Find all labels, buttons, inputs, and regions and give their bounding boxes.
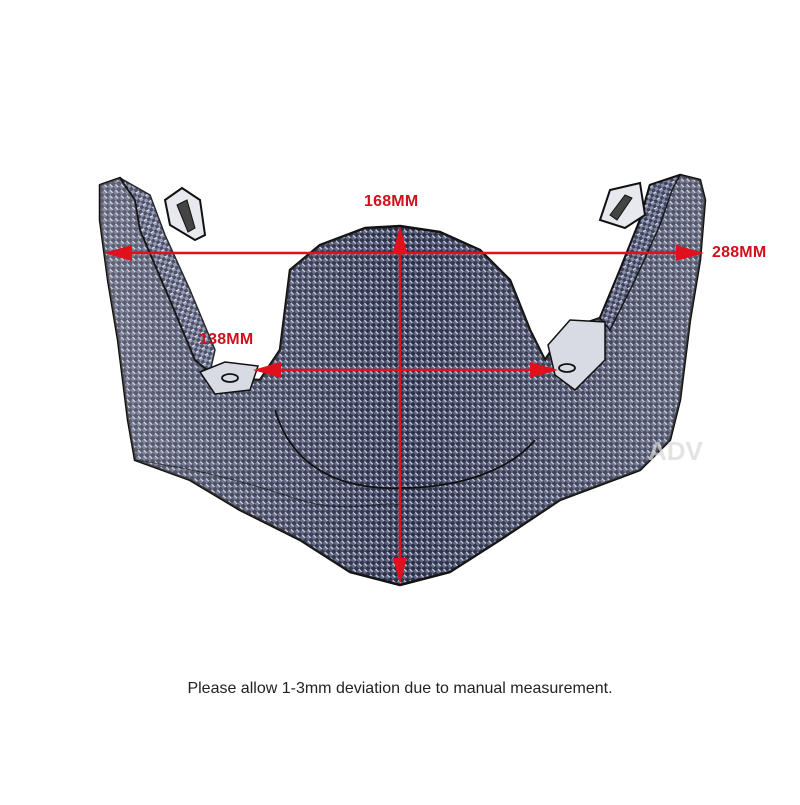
- height-dimension-label: 168MM: [364, 193, 419, 210]
- outer-width-dimension-label: 288MM: [712, 244, 767, 261]
- dimension-arrows: [104, 226, 704, 584]
- left-bolt-bracket: [198, 361, 260, 395]
- measurement-disclaimer: Please allow 1-3mm deviation due to manu…: [187, 680, 613, 697]
- inner-width-dimension-label: 138MM: [199, 331, 254, 348]
- watermark: ADV: [648, 436, 703, 466]
- right-bolt-bracket: [547, 319, 606, 391]
